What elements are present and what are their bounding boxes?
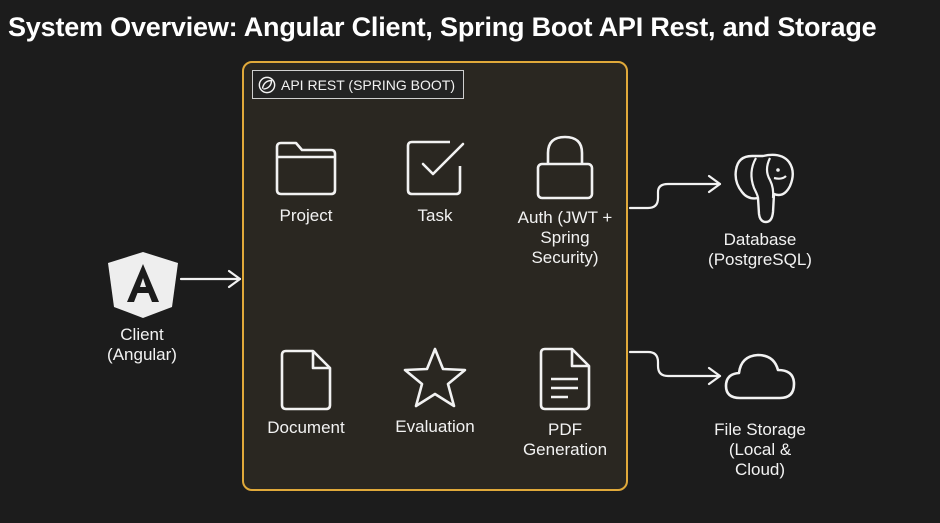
diagram-title: System Overview: Angular Client, Spring …: [8, 12, 877, 42]
api-label-text: API REST (SPRING BOOT): [281, 76, 455, 93]
lock-icon: [536, 135, 594, 200]
api-container: [242, 61, 628, 491]
api-to-storage-arrow: [628, 350, 722, 386]
file-text-icon: [539, 347, 591, 411]
module-pdf-label: PDF Generation: [522, 420, 608, 459]
module-document-label: Document: [267, 418, 345, 437]
angular-icon: [108, 252, 178, 318]
spring-leaf-icon: [258, 76, 276, 93]
storage-label: File Storage (Local & Cloud): [714, 420, 806, 479]
module-auth-label: Auth (JWT + Spring Security): [517, 208, 613, 267]
checkbox-icon: [406, 140, 465, 196]
api-to-database-arrow: [628, 174, 722, 210]
folder-icon: [275, 141, 337, 196]
cloud-icon: [724, 353, 796, 400]
database-label: Database (PostgreSQL): [708, 230, 812, 269]
client-to-api-arrow: [179, 269, 242, 289]
file-icon: [280, 349, 332, 411]
star-icon: [403, 347, 467, 408]
postgresql-icon: [734, 153, 794, 224]
client-label: Client (Angular): [107, 325, 177, 364]
module-project-label: Project: [279, 206, 333, 225]
module-task-label: Task: [417, 206, 453, 225]
module-evaluation-label: Evaluation: [395, 417, 475, 436]
api-label: API REST (SPRING BOOT): [252, 70, 464, 99]
